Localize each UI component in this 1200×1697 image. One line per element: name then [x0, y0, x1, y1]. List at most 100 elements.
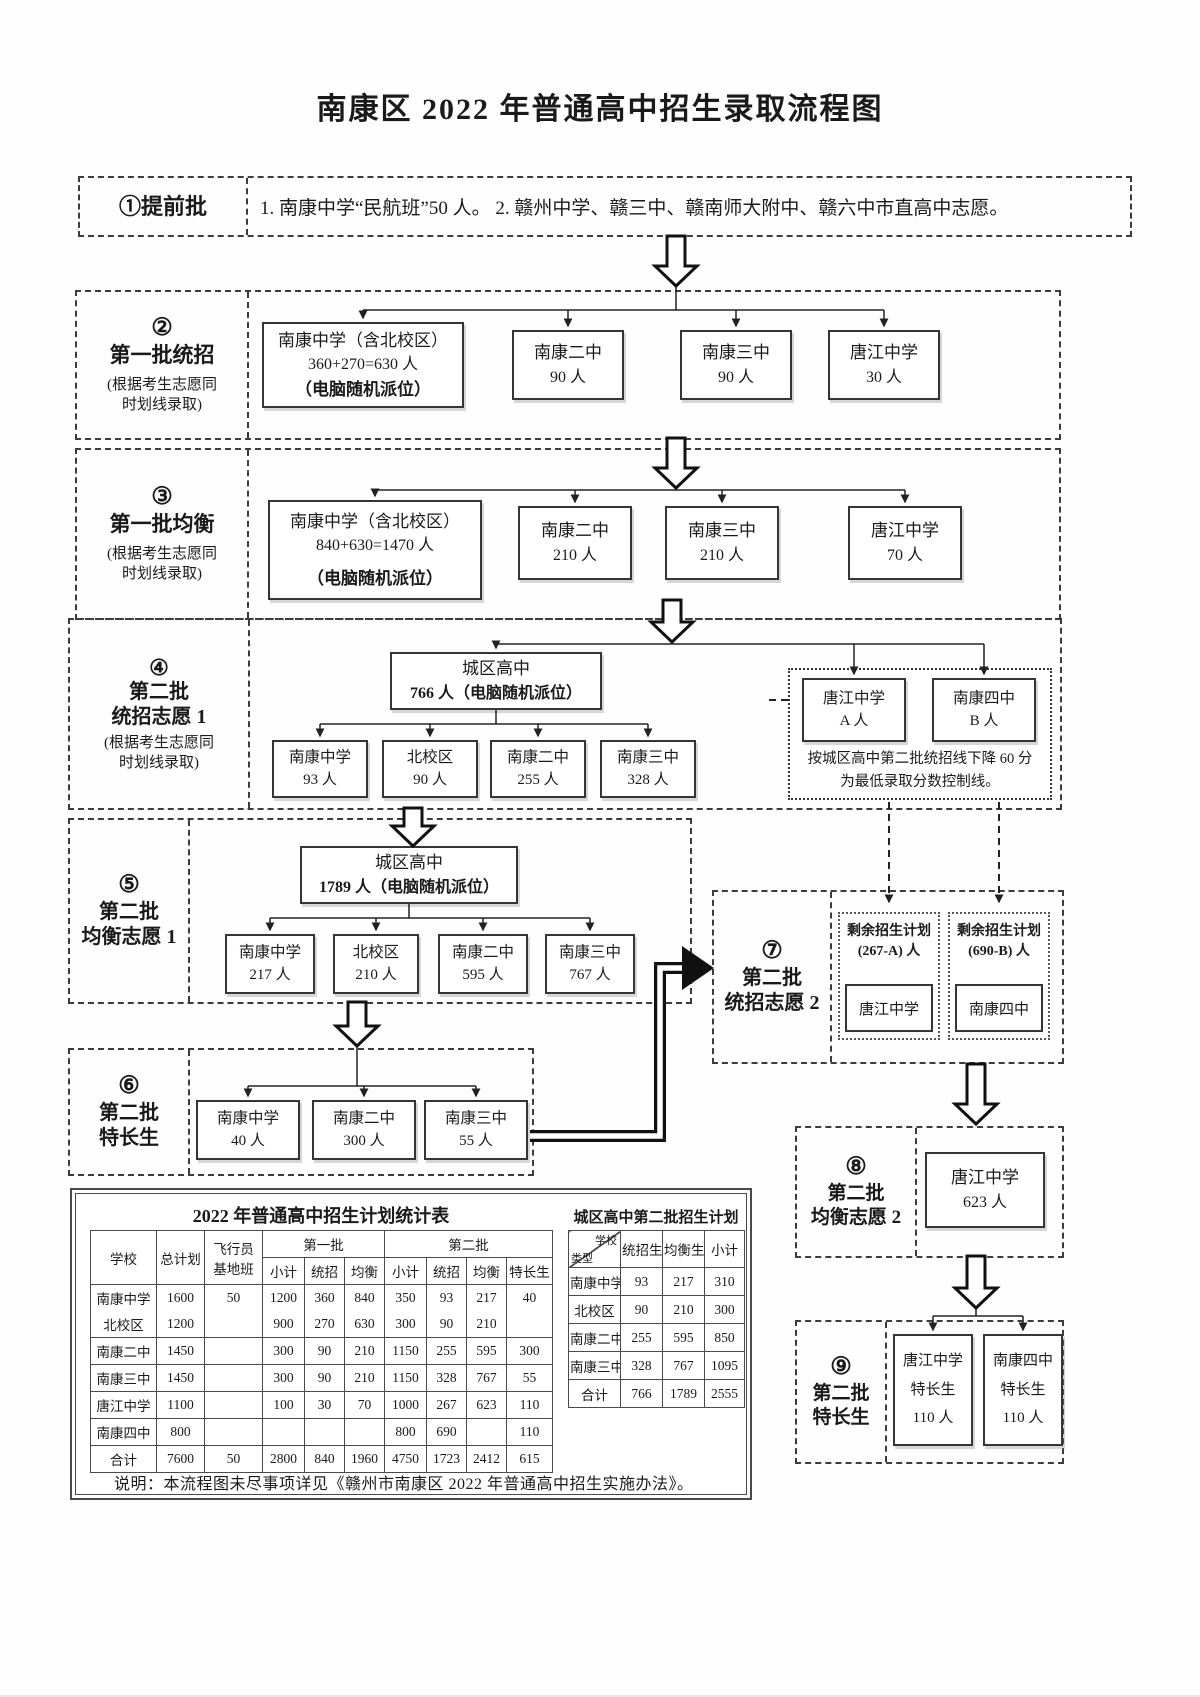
table-cell: 1095	[704, 1351, 745, 1380]
table-cell: 800	[156, 1418, 205, 1446]
section-4-badge: ④	[149, 654, 169, 680]
table-cell: 300	[262, 1337, 305, 1365]
school-count: 210 人	[699, 546, 744, 564]
section-9-badge: ⑨	[830, 1354, 852, 1381]
school-count: 300 人	[343, 1133, 385, 1150]
table-cell: 767	[662, 1351, 705, 1380]
school-name: 南康二中	[506, 749, 569, 767]
remaining-plan-tangjiang: 剩余招生计划 (267-A) 人 唐江中学	[838, 912, 940, 1040]
school-box-nankang3-s3: 南康三中 210 人	[665, 506, 779, 580]
plan-count: (267-A) 人	[857, 944, 921, 960]
school-count: A 人	[839, 713, 869, 730]
table-cell: 255	[620, 1323, 663, 1352]
school-box-nankang4-s7: 南康四中	[955, 984, 1043, 1032]
table-cell	[304, 1418, 345, 1446]
section-3-badge: ③	[151, 483, 173, 510]
school-count: 623 人	[962, 1193, 1007, 1211]
table-cell: 210	[344, 1364, 385, 1392]
control-line-note-1: 按城区高中第二批统招线下降 60 分	[807, 751, 1033, 767]
section-7-title2: 统招志愿 2	[724, 991, 820, 1014]
school-count: 90 人	[717, 368, 754, 386]
table-cell: 南康二中	[90, 1337, 157, 1365]
school-count: 40 人	[231, 1133, 265, 1150]
school-name: 南康三中	[702, 343, 770, 363]
table-cell: 800	[384, 1418, 427, 1446]
table-cell	[204, 1391, 263, 1419]
school-name: 南康中学（含北校区）	[290, 511, 460, 531]
section-6-badge: ⑥	[118, 1073, 140, 1100]
table-cell: 328	[620, 1351, 663, 1380]
school-box-tangjiang-s2: 唐江中学 30 人	[828, 330, 940, 400]
school-box-nankang2-s2: 南康二中 90 人	[512, 330, 624, 400]
school-count: 766 人（电脑随机派位）	[409, 684, 582, 702]
school-box-nankang2-s5: 南康二中 595 人	[438, 934, 528, 994]
table-cell: 840	[304, 1445, 345, 1473]
table-cell: 93	[426, 1284, 467, 1311]
school-name: 城区高中	[375, 853, 443, 873]
diagonal-header-cell: 学校 类型	[568, 1230, 621, 1268]
table-cell: 217	[466, 1284, 507, 1311]
section-8-second-batch-balanced-2: ⑧ 第二批 均衡志愿 2	[795, 1126, 1064, 1258]
col-header-balanced2: 均衡	[466, 1257, 507, 1285]
school-box-nankang-main-s3: 南康中学（含北校区） 840+630=1470 人 （电脑随机派位）	[268, 500, 482, 600]
school-type: 特长生	[1000, 1381, 1046, 1398]
table-cell: 合计	[90, 1445, 157, 1473]
statistics-panel-inner: 2022 年普通高中招生计划统计表 城区高中第二批招生计划 学校 总计划 飞行员…	[75, 1193, 747, 1495]
school-name: 南康四中	[992, 1353, 1053, 1370]
table-cell: 合计	[568, 1379, 621, 1408]
table-cell	[204, 1311, 263, 1338]
section-5-label: ⑤ 第二批 均衡志愿 1	[70, 820, 190, 1002]
school-name: 唐江中学	[871, 521, 939, 541]
table-cell	[204, 1418, 263, 1446]
stats-table-title: 2022 年普通高中招生计划统计表	[192, 1206, 450, 1226]
col-header-unified2: 统招	[426, 1257, 467, 1285]
school-type: 特长生	[910, 1381, 956, 1398]
table-cell: 50	[204, 1284, 263, 1311]
school-count: 217 人	[249, 967, 291, 984]
section-4-title: 第二批	[129, 680, 189, 703]
section-2-title: 第一批统招	[109, 343, 215, 368]
table-cell	[262, 1418, 305, 1446]
table-cell: 南康三中	[90, 1364, 157, 1392]
school-count: 110 人	[1002, 1410, 1044, 1427]
school-name: 南康二中	[332, 1110, 395, 1128]
school-count: 70 人	[886, 546, 923, 564]
school-name: 北校区	[406, 749, 454, 767]
table-cell: 7600	[156, 1445, 205, 1473]
school-name: 唐江中学	[951, 1168, 1019, 1188]
table-cell: 90	[620, 1295, 663, 1324]
school-count: 1789 人（电脑随机派位）	[318, 878, 499, 896]
table-cell	[204, 1337, 263, 1365]
section-3-label: ③ 第一批均衡 (根据考生志愿同 时划线录取)	[77, 450, 249, 618]
section-8-title2: 均衡志愿 2	[810, 1206, 902, 1228]
table-cell: 唐江中学	[90, 1391, 157, 1419]
col-header-subtotal2: 小计	[384, 1257, 427, 1285]
table-cell: 30	[304, 1391, 345, 1419]
table-cell: 1150	[384, 1364, 427, 1392]
section-5-title: 第二批	[99, 900, 159, 923]
table-cell: 1100	[156, 1391, 205, 1419]
school-count: 767 人	[569, 967, 611, 984]
col-header-school: 学校	[90, 1230, 157, 1285]
table-cell: 70	[344, 1391, 385, 1419]
section-6-label: ⑥ 第二批 特长生	[70, 1050, 190, 1174]
col-header-pilot: 飞行员 基地班	[204, 1230, 263, 1285]
statistics-panel: 2022 年普通高中招生计划统计表 城区高中第二批招生计划 学校 总计划 飞行员…	[70, 1188, 752, 1500]
school-box-tangjiang-talent: 唐江中学 特长生 110 人	[893, 1334, 973, 1446]
footnote: 说明：本流程图未尽事项详见《赣州市南康区 2022 年普通高中招生实施办法》。	[114, 1476, 694, 1493]
school-method: （电脑随机派位）	[307, 569, 443, 588]
table-cell: 267	[426, 1391, 467, 1419]
school-box-nankang3-s4: 南康三中 328 人	[600, 740, 696, 798]
col-header-subtotal1: 小计	[262, 1257, 305, 1285]
table-cell: 1150	[384, 1337, 427, 1365]
table-cell: 南康中学	[90, 1284, 157, 1311]
section-4-note: (根据考生志愿同	[104, 734, 214, 751]
table-cell: 4750	[384, 1445, 427, 1473]
school-box-nankang3-s2: 南康三中 90 人	[680, 330, 792, 400]
school-count: B 人	[969, 713, 999, 730]
school-name: 南康三中	[616, 749, 679, 767]
col-header-pilot-line1: 飞行员	[213, 1241, 254, 1257]
table-cell: 630	[344, 1311, 385, 1338]
table-cell: 南康中学	[568, 1267, 621, 1296]
